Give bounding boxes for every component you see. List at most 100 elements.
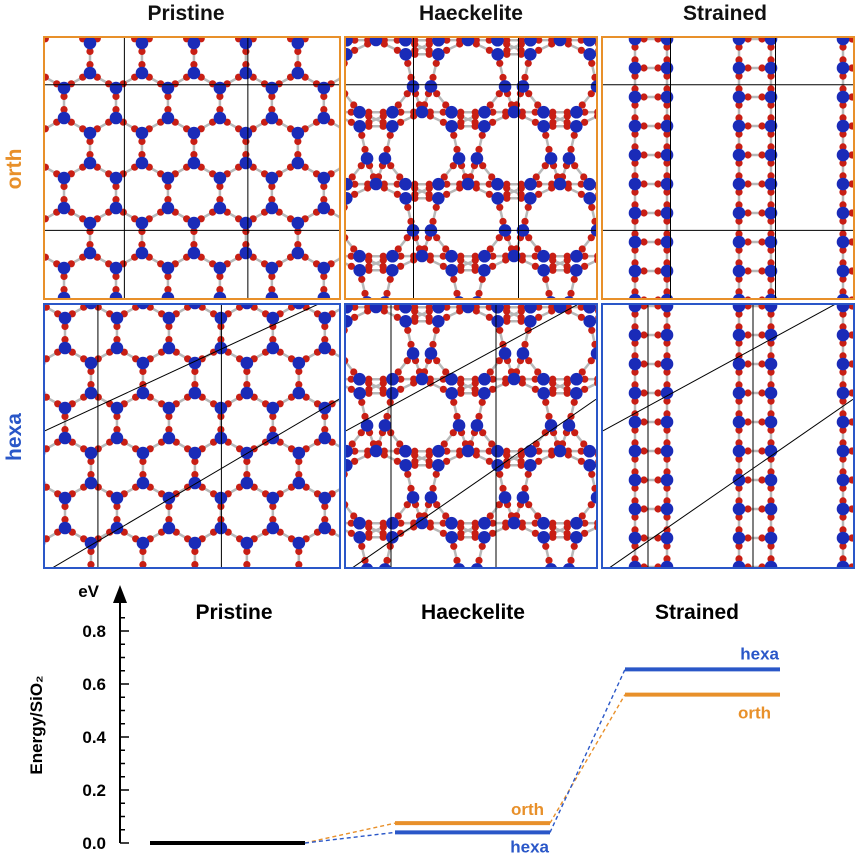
silicon-atom (445, 120, 459, 133)
oxygen-atom (61, 412, 69, 420)
oxygen-atom (379, 389, 387, 397)
oxygen-atom (347, 252, 355, 260)
silicon-atom (318, 311, 332, 325)
silicon-atom (431, 192, 445, 205)
silicon-atom (836, 235, 850, 249)
oxygen-atom (439, 519, 447, 527)
silicon-atom (471, 563, 483, 567)
oxygen-atom (450, 131, 458, 139)
oxygen-atom (190, 137, 198, 145)
oxygen-atom (595, 315, 596, 320)
oxygen-atom (357, 162, 365, 170)
silicon-atom (58, 521, 72, 535)
oxygen-atom (587, 234, 595, 242)
oxygen-atom (567, 556, 575, 565)
oxygen-atom (517, 317, 525, 325)
oxygen-atom (61, 322, 69, 330)
oxygen-atom (450, 275, 458, 283)
oxygen-atom (60, 272, 68, 280)
silicon-atom (563, 563, 575, 567)
silicon-atom (733, 293, 745, 298)
oxygen-atom (735, 85, 743, 93)
oxygen-atom (164, 106, 172, 114)
oxygen-atom (542, 131, 550, 139)
silicon-atom (57, 81, 71, 95)
oxygen-atom (767, 85, 775, 93)
silicon-atom (478, 516, 491, 530)
oxygen-atom (758, 38, 766, 43)
oxygen-atom (758, 122, 766, 130)
silicon-atom (590, 347, 596, 360)
oxygen-atom (489, 252, 497, 260)
oxygen-atom (164, 286, 172, 294)
oxygen-atom (80, 305, 88, 311)
silicon-atom (399, 459, 413, 472)
silicon-atom (399, 305, 412, 314)
oxygen-atom (735, 172, 743, 180)
silicon-atom (491, 177, 504, 191)
oxygen-atom (432, 203, 440, 211)
oxygen-atom (663, 101, 671, 109)
oxygen-atom (365, 112, 373, 120)
oxygen-atom (848, 122, 853, 130)
oxygen-atom (654, 38, 662, 43)
oxygen-atom (503, 50, 511, 58)
oxygen-atom (165, 516, 173, 524)
oxygen-atom (440, 440, 448, 448)
oxygen-atom (581, 519, 589, 527)
silicon-atom (537, 531, 551, 544)
silicon-atom (346, 315, 353, 328)
oxygen-atom (663, 43, 671, 51)
oxygen-atom (351, 190, 359, 198)
silicon-atom (361, 563, 373, 567)
silicon-atom (836, 119, 850, 133)
silicon-atom (291, 216, 305, 230)
column-title-pristine: Pristine (147, 2, 225, 25)
oxygen-atom (425, 194, 433, 202)
oxygen-atom (631, 72, 639, 80)
silicon-atom (764, 206, 778, 220)
silicon-atom (537, 372, 550, 386)
oxygen-atom (397, 252, 405, 260)
oxygen-atom (485, 38, 493, 44)
oxygen-atom (453, 412, 461, 421)
oxygen-atom (358, 131, 366, 139)
oxygen-atom (654, 151, 662, 159)
oxygen-atom (521, 484, 529, 493)
silicon-atom (583, 459, 596, 472)
oxygen-atom (517, 307, 525, 315)
oxygen-atom (403, 501, 411, 509)
atom-group (346, 38, 596, 298)
oxygen-atom (581, 118, 589, 126)
silicon-atom (472, 296, 482, 298)
oxygen-atom (549, 533, 557, 541)
silicon-atom (431, 459, 445, 472)
oxygen-atom (191, 547, 199, 555)
oxygen-atom (379, 533, 387, 541)
silicon-atom (491, 315, 505, 328)
silicon-atom (162, 341, 176, 355)
silicon-atom (317, 291, 331, 298)
oxygen-atom (563, 266, 571, 274)
silicon-atom (836, 90, 850, 104)
oxygen-atom (433, 357, 441, 365)
silicon-atom (57, 291, 71, 298)
oxygen-atom (294, 137, 302, 145)
silicon-atom (346, 444, 353, 458)
oxygen-atom (425, 317, 433, 325)
cell-boundary (52, 398, 339, 567)
oxygen-atom (380, 451, 388, 459)
oxygen-atom (591, 484, 596, 493)
silicon-atom (188, 536, 202, 550)
oxygen-atom (320, 106, 328, 114)
silicon-atom (240, 305, 253, 310)
oxygen-atom (534, 512, 542, 520)
oxygen-atom (496, 326, 504, 334)
silicon-atom (432, 38, 445, 47)
oxygen-atom (758, 238, 766, 246)
silicon-atom (537, 387, 551, 400)
oxygen-atom (531, 108, 539, 116)
oxygen-atom (577, 190, 585, 198)
silicon-atom (569, 264, 583, 277)
oxygen-atom (485, 180, 493, 188)
